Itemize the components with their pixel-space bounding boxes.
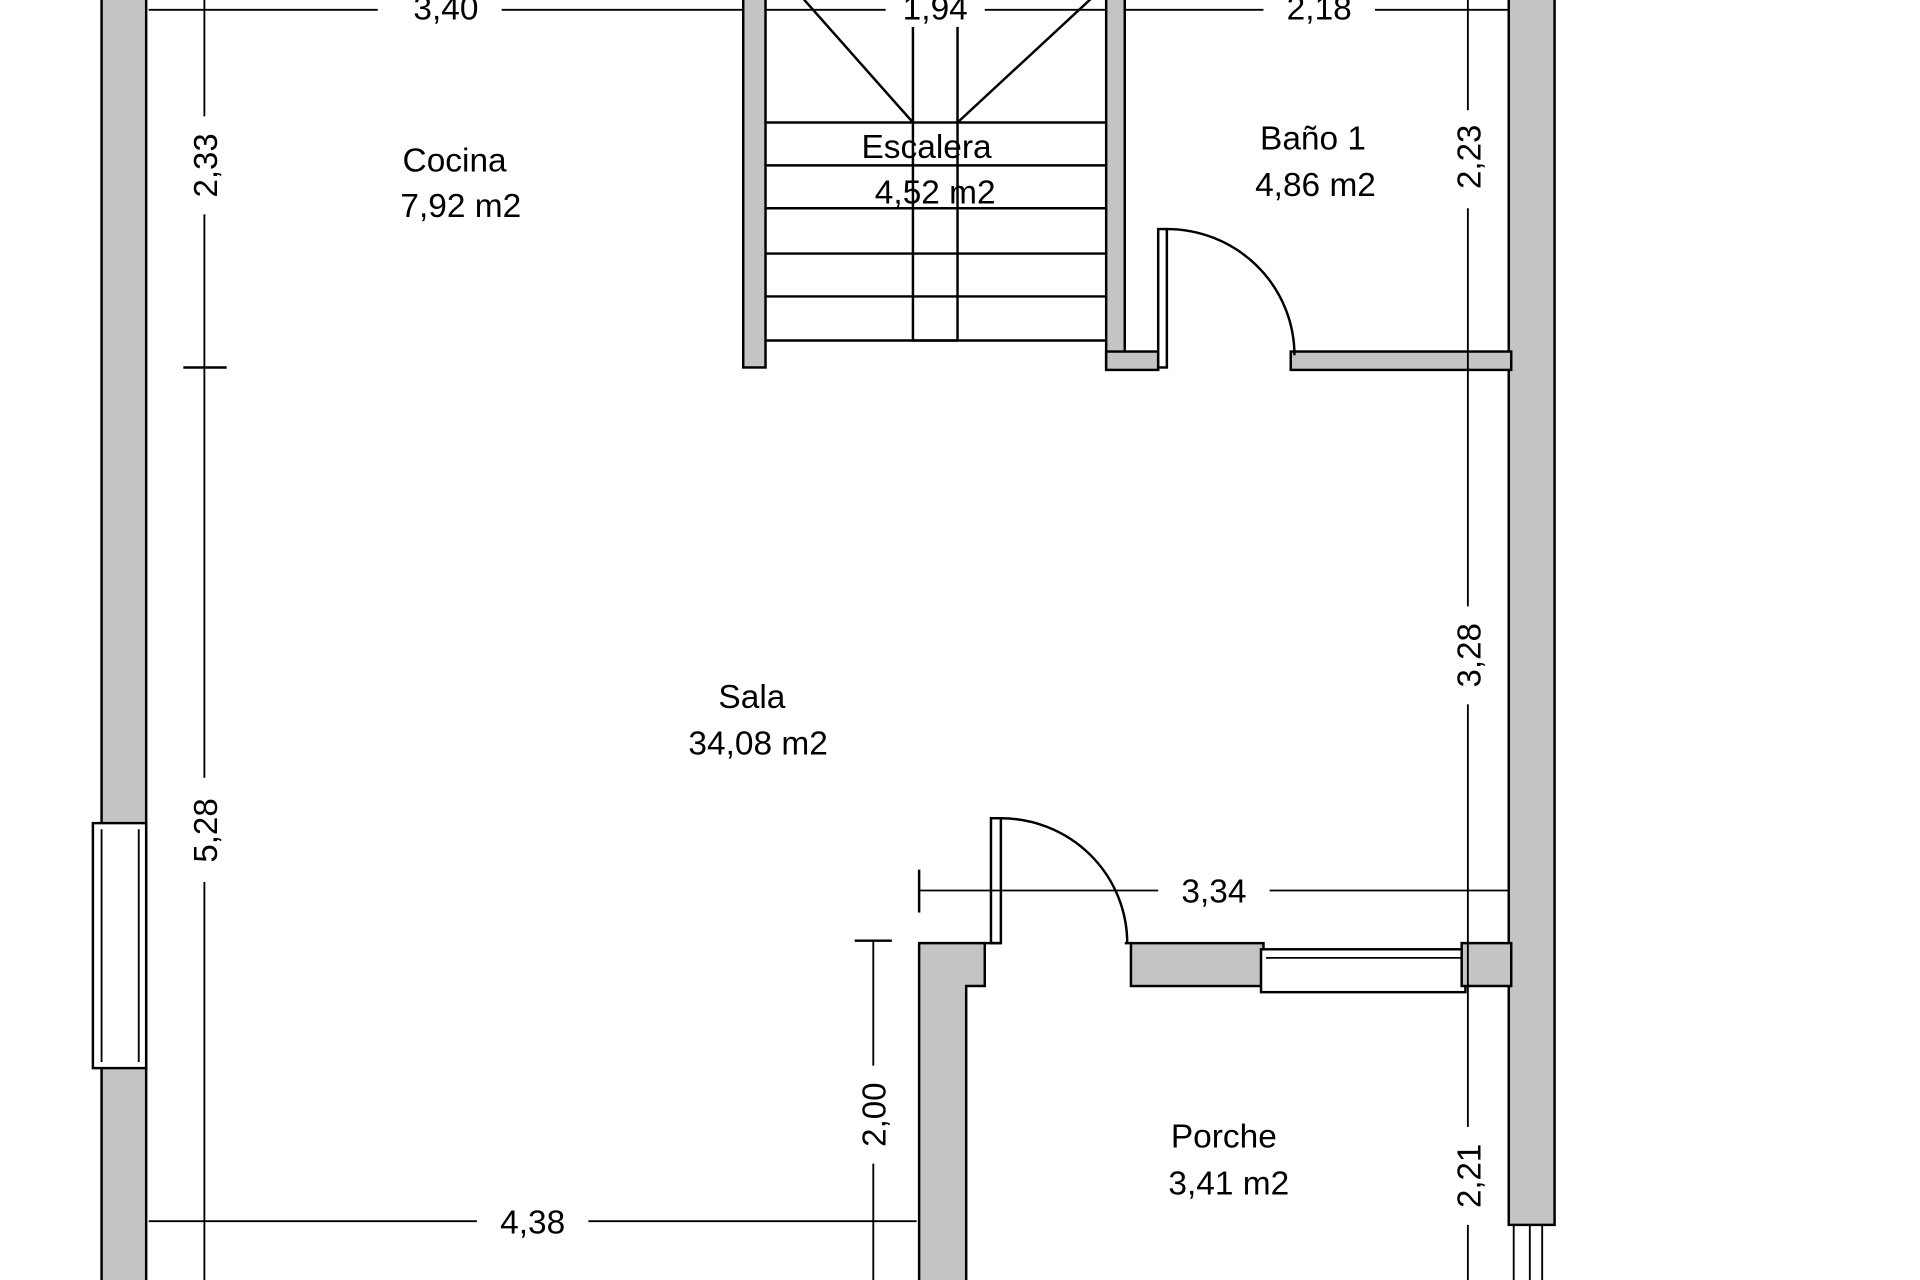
room-bano-name: Baño 1	[1260, 121, 1366, 158]
room-cocina-area: 7,92 m2	[400, 188, 521, 225]
dim-left-upper: 2,33	[188, 133, 225, 197]
room-escalera-area: 4,52 m2	[875, 174, 996, 211]
dim-top-cocina: 3,40	[413, 0, 478, 28]
porch-top-wall	[1129, 941, 1265, 988]
staircase	[741, 0, 1126, 369]
dim-bottom-sala: 4,38	[500, 1205, 565, 1242]
room-escalera-name: Escalera	[862, 129, 993, 166]
room-porche-area: 3,41 m2	[1168, 1165, 1289, 1202]
room-bano-area: 4,86 m2	[1255, 167, 1376, 204]
bano-wall-left	[1104, 350, 1160, 372]
right-wall	[1507, 0, 1556, 1227]
room-sala-name: Sala	[718, 679, 785, 716]
room-cocina-name: Cocina	[403, 143, 508, 180]
dim-porch-depth: 2,00	[857, 1082, 894, 1146]
bano-door	[1156, 227, 1296, 369]
dim-right-upper: 2,23	[1451, 125, 1488, 189]
dim-right-lower: 2,21	[1451, 1144, 1488, 1208]
dim-top-bano: 2,18	[1287, 0, 1352, 28]
porch-left-wall	[917, 941, 987, 1280]
porch-window	[1259, 948, 1467, 994]
porch-right-corner	[1460, 941, 1513, 988]
room-porche-name: Porche	[1171, 1119, 1277, 1156]
porch-door	[984, 816, 1134, 945]
dim-top-escalera: 1,94	[903, 0, 968, 28]
left-wall	[100, 0, 148, 1280]
dim-right-middle: 3,28	[1451, 623, 1488, 687]
dim-porch-width: 3,34	[1181, 874, 1246, 911]
bano-wall-right	[1289, 350, 1513, 372]
dim-left-lower: 5,28	[188, 798, 225, 862]
room-sala-area: 34,08 m2	[688, 726, 827, 763]
right-lower-window	[1512, 1224, 1544, 1280]
